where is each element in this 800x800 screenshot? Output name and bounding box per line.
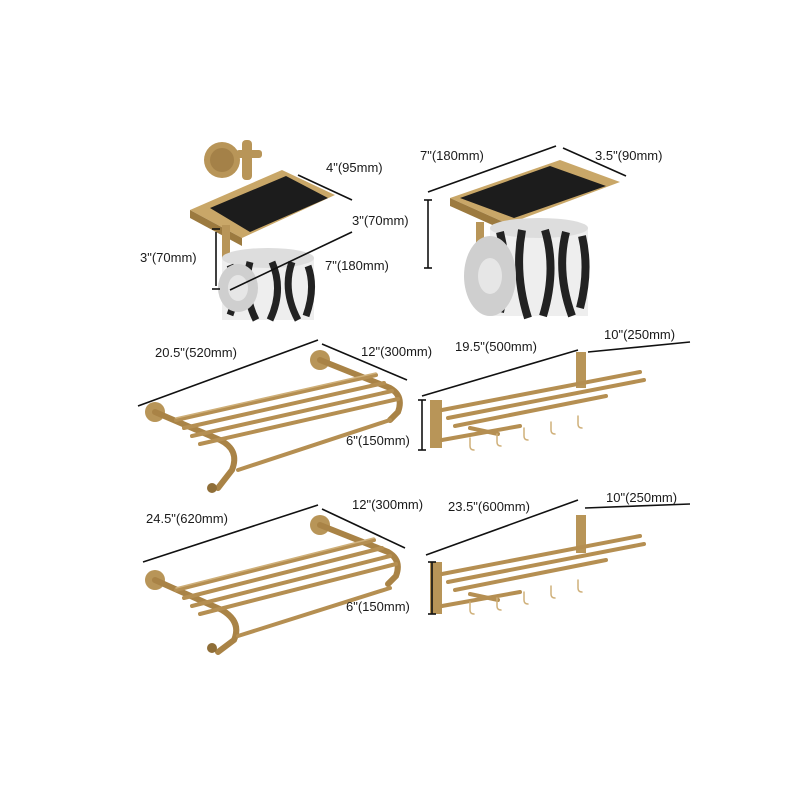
dim-label: 7"(180mm) — [325, 258, 389, 273]
width-line — [425, 499, 579, 556]
depth-line — [297, 174, 353, 201]
folding-towel-shelf-small: 19.5"(500mm) 10"(250mm) 6"(150mm) — [346, 327, 691, 451]
depth-line — [587, 341, 691, 353]
width-line — [137, 339, 319, 407]
width-line — [421, 349, 579, 397]
dim-label: 3.5"(90mm) — [595, 148, 662, 163]
dim-label: 10"(250mm) — [606, 490, 677, 505]
depth-line — [584, 503, 691, 509]
dim-label: 6"(150mm) — [346, 599, 410, 614]
dim-label: 12"(300mm) — [361, 344, 432, 359]
hooks — [469, 415, 583, 451]
dim-label: 24.5"(620mm) — [146, 511, 228, 526]
phone — [460, 166, 606, 218]
paper-roll — [464, 218, 590, 320]
dim-label: 19.5"(500mm) — [455, 339, 537, 354]
plain-paper-holder: 7"(180mm) 3.5"(90mm) 3"(70mm) — [352, 145, 662, 320]
phone — [210, 176, 328, 232]
depth-line — [321, 343, 408, 381]
dim-label: 7"(180mm) — [420, 148, 484, 163]
width-line — [427, 145, 557, 193]
dim-label: 3"(70mm) — [140, 250, 197, 265]
paper-roll — [218, 248, 315, 322]
hooks — [469, 579, 583, 615]
ornate-paper-holder: 4"(95mm) 3"(70mm) 7"(180mm) — [140, 140, 389, 322]
towel-rack-small: 20.5"(520mm) 12"(300mm) — [137, 339, 432, 493]
width-line — [229, 231, 353, 291]
towel-rack-large: 24.5"(620mm) 12"(300mm) — [142, 497, 423, 655]
depth-line — [321, 508, 406, 549]
width-line — [142, 504, 319, 563]
dim-label: 12"(300mm) — [352, 497, 423, 512]
dim-label: 20.5"(520mm) — [155, 345, 237, 360]
dim-label: 23.5"(600mm) — [448, 499, 530, 514]
folding-towel-shelf-large: 23.5"(600mm) 10"(250mm) 6"(150mm) — [346, 490, 691, 615]
dim-label: 3"(70mm) — [352, 213, 409, 228]
dim-label: 4"(95mm) — [326, 160, 383, 175]
wall-bracket — [430, 562, 442, 614]
dim-label: 6"(150mm) — [346, 433, 410, 448]
depth-line — [562, 147, 627, 177]
wall-bracket — [430, 400, 442, 448]
dim-label: 10"(250mm) — [604, 327, 675, 342]
